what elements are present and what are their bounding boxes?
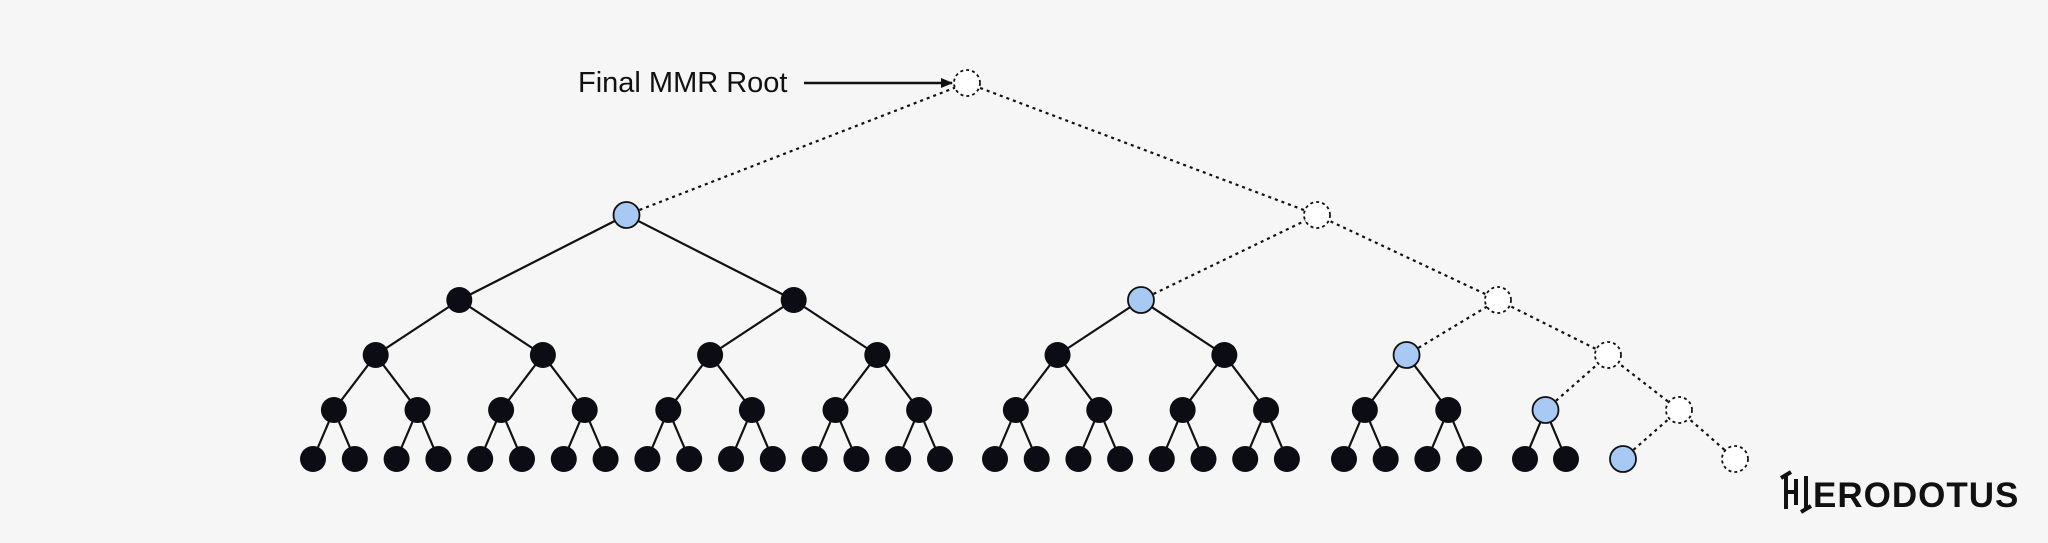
mmr-node <box>927 446 953 472</box>
peak-node <box>612 201 641 229</box>
mmr-node <box>1351 397 1378 423</box>
mmr-node <box>1253 397 1280 423</box>
mmr-node <box>1107 446 1134 472</box>
mmr-node <box>801 446 828 472</box>
mmr-node <box>1002 397 1029 423</box>
mmr-node <box>1456 446 1483 472</box>
mmr-node <box>362 342 389 368</box>
tree-edge <box>458 299 544 356</box>
mmr-node <box>383 446 410 472</box>
mmr-node <box>1414 446 1441 472</box>
mmr-node <box>1148 446 1175 472</box>
brand-logo: ERODOTUS <box>1779 470 2019 515</box>
mmr-node <box>1435 397 1462 423</box>
bagging-edge <box>626 81 968 217</box>
mmr-node <box>467 446 494 472</box>
mmr-node <box>676 446 703 472</box>
placeholder-node <box>1665 396 1693 424</box>
tree-edge <box>709 299 795 356</box>
mmr-node <box>634 446 661 472</box>
mmr-node <box>655 397 682 423</box>
placeholder-node <box>1484 286 1512 314</box>
bagging-edge <box>1316 214 1499 301</box>
brand-wordmark: ERODOTUS <box>1813 476 2019 515</box>
mmr-node <box>1065 446 1092 472</box>
peak-node <box>1609 445 1637 473</box>
mmr-node <box>864 342 891 368</box>
mmr-node <box>320 397 347 423</box>
mmr-node <box>571 397 598 423</box>
mmr-node <box>1211 342 1238 368</box>
mmr-node <box>1372 446 1399 472</box>
mmr-node <box>906 397 933 423</box>
mmr-node <box>1232 446 1259 472</box>
mmr-node <box>1512 446 1538 472</box>
placeholder-node <box>953 69 981 97</box>
tree-edge <box>1140 299 1225 356</box>
mmr-node <box>529 342 556 368</box>
placeholder-node <box>1594 341 1622 369</box>
mmr-node <box>1023 446 1050 472</box>
root-annotation: Final MMR Root <box>578 67 953 99</box>
mmr-node <box>550 446 577 472</box>
mmr-node <box>738 397 765 423</box>
mmr-node <box>885 446 912 472</box>
tree-edge <box>1056 299 1142 356</box>
mmr-node <box>1190 446 1217 472</box>
bagging-edge <box>1405 299 1499 356</box>
mmr-node <box>509 446 535 472</box>
mmr-node <box>404 397 431 423</box>
mmr-node <box>300 446 326 472</box>
mmr-node <box>759 446 786 472</box>
mmr-node <box>488 397 515 423</box>
bagging-edge <box>1140 214 1318 301</box>
tree-nodes <box>300 69 1749 473</box>
mmr-node <box>1044 342 1071 368</box>
mmr-node <box>780 287 807 313</box>
mmr-node <box>1553 446 1579 472</box>
mmr-node <box>1273 446 1300 472</box>
bagging-edge <box>1678 409 1736 460</box>
bagging-edge <box>1607 354 1680 411</box>
mmr-node <box>718 446 744 472</box>
peak-node <box>1392 341 1421 369</box>
bagging-edge <box>1622 409 1680 460</box>
mmr-node <box>592 446 619 472</box>
tree-edge <box>626 214 795 301</box>
mmr-node <box>1169 397 1196 423</box>
mmr-node <box>843 446 870 472</box>
placeholder-node <box>1721 445 1749 473</box>
root-label: Final MMR Root <box>578 67 788 99</box>
mmr-node <box>341 446 368 472</box>
peak-node <box>1127 286 1155 314</box>
bagging-edge <box>966 81 1318 217</box>
mmr-node <box>822 397 849 423</box>
mmr-node <box>982 446 1008 472</box>
mmr-node <box>446 287 473 313</box>
mmr-node <box>1331 446 1357 472</box>
bagging-edge <box>1497 299 1609 356</box>
tree-edge <box>793 299 878 356</box>
tree-edge <box>458 214 627 301</box>
mmr-node <box>697 342 724 368</box>
herodotus-logo-icon <box>1779 470 1813 514</box>
placeholder-node <box>1303 201 1331 229</box>
tree-edge <box>375 299 460 356</box>
peak-node <box>1531 396 1560 424</box>
mmr-node <box>425 446 452 472</box>
mmr-node <box>1086 397 1113 423</box>
